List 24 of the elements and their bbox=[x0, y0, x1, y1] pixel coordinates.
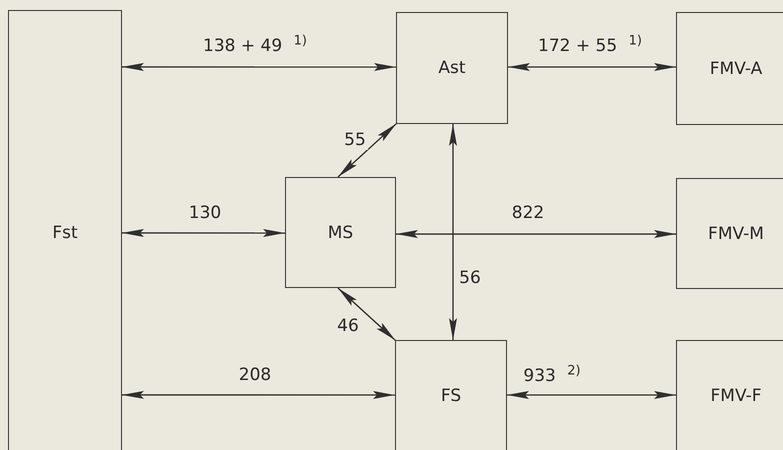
station-box bbox=[8, 10, 122, 450]
double-arrow bbox=[122, 228, 285, 238]
station-name: MS bbox=[328, 222, 354, 242]
station-box bbox=[676, 340, 783, 450]
station-box bbox=[395, 340, 507, 450]
station-name: FMV-A bbox=[710, 58, 762, 78]
station-name: FMV-F bbox=[710, 386, 762, 406]
edge-label: 55 bbox=[342, 130, 368, 150]
double-arrow bbox=[122, 390, 395, 399]
station-box bbox=[285, 177, 396, 288]
station-box bbox=[396, 12, 508, 124]
station-name: Fst bbox=[52, 222, 78, 242]
double-arrow bbox=[338, 122, 397, 178]
double-arrow bbox=[122, 62, 396, 71]
station-name: Ast bbox=[438, 58, 466, 78]
double-arrow bbox=[449, 124, 458, 340]
station-box bbox=[676, 12, 783, 125]
double-arrow bbox=[396, 230, 676, 238]
station-name: FS bbox=[440, 386, 462, 406]
double-arrow bbox=[508, 63, 676, 72]
double-arrow bbox=[338, 288, 396, 342]
station-name: FMV-M bbox=[708, 224, 764, 244]
station-box bbox=[676, 178, 783, 289]
double-arrow bbox=[507, 391, 676, 399]
